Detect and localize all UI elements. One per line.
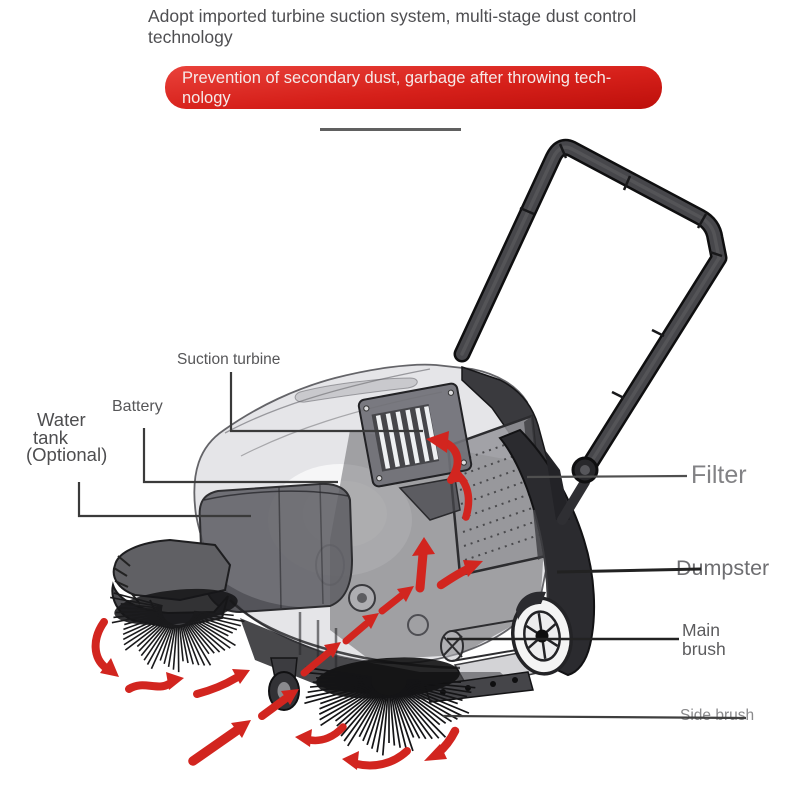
- label-suction-turbine: Suction turbine: [177, 351, 281, 368]
- battery-leader-line: [142, 428, 338, 484]
- page-title: Adopt imported turbine suction system, m…: [148, 6, 708, 48]
- interior-machinery: [298, 430, 545, 668]
- handle-pivot: [571, 456, 599, 484]
- airflow-arrowheads: [100, 431, 483, 770]
- water-tank-line-3: (Optional): [26, 444, 108, 465]
- turbine-bracket: [398, 477, 461, 521]
- airflow-arrows: [91, 438, 473, 770]
- label-filter: Filter: [691, 461, 747, 489]
- front-side-brush: [301, 657, 476, 756]
- underbody: [229, 599, 562, 703]
- filter-panel: [446, 414, 548, 577]
- title-line-1: Adopt imported turbine suction system, m…: [148, 6, 637, 26]
- feature-banner: Prevention of secondary dust, garbage af…: [165, 66, 662, 109]
- handle: [453, 138, 728, 525]
- suction-turbine-box: [357, 382, 473, 488]
- front-bumper: [111, 538, 232, 630]
- title-line-2: technology: [148, 27, 233, 47]
- main-brush-cylinder: [440, 615, 541, 662]
- banner-line-2: nology: [182, 89, 231, 107]
- suction-turbine-leader-line: [229, 372, 423, 433]
- main-brush-line-1: Main: [682, 620, 720, 640]
- water-tank-line-1: Water: [37, 409, 86, 430]
- rear-frame-rim: [461, 365, 550, 464]
- caster-wheel: [268, 657, 300, 711]
- left-side-brush: [110, 588, 245, 673]
- water-tank-line-2: tank: [33, 426, 68, 448]
- label-side-brush: Side brush: [680, 707, 755, 724]
- dumpster-shape: [498, 428, 596, 677]
- divider-line: [320, 128, 461, 131]
- label-main-brush: Main brush: [682, 621, 726, 659]
- water-tank: [198, 482, 354, 614]
- rear-wheel: [511, 596, 573, 676]
- filter-leader-line: [526, 474, 688, 479]
- label-water-tank: Water tank (Optional): [26, 411, 107, 464]
- label-battery: Battery: [112, 398, 163, 415]
- banner-line-1: Prevention of secondary dust, garbage af…: [182, 69, 612, 87]
- main-brush-line-2: brush: [682, 639, 726, 659]
- wheel-arch-shadow: [516, 591, 546, 620]
- hood: [193, 363, 557, 665]
- water-tank-leader-line: [77, 482, 251, 518]
- label-dumpster: Dumpster: [676, 556, 770, 580]
